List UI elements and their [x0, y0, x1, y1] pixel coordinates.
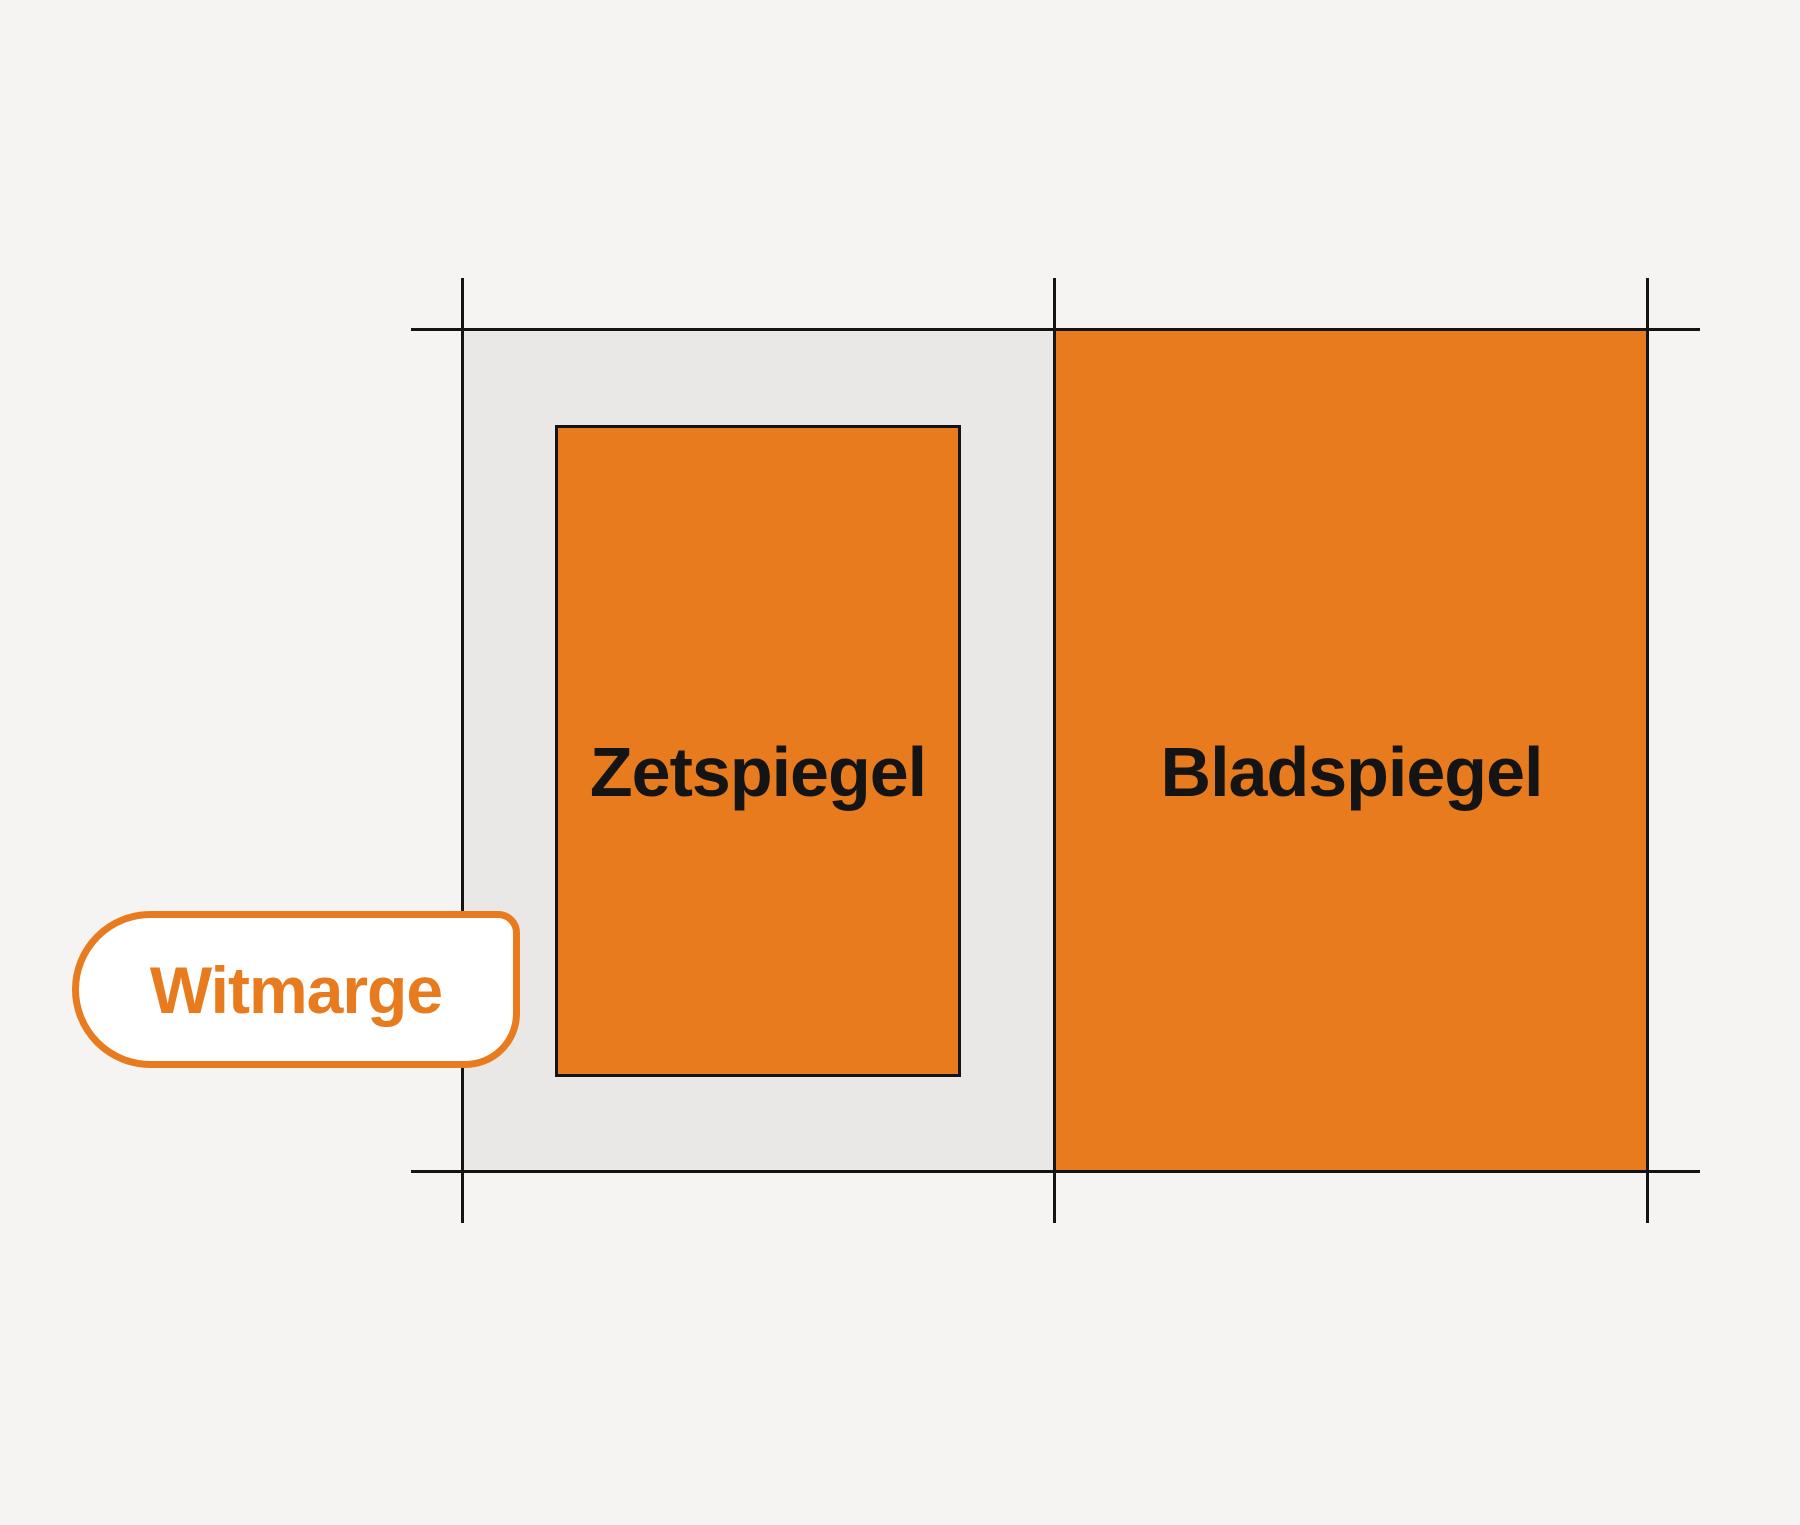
- zetspiegel-area: Zetspiegel: [555, 425, 961, 1077]
- trim-line-vertical-left: [461, 278, 464, 1223]
- trim-line-vertical-spine: [1053, 278, 1056, 1223]
- bladspiegel-label: Bladspiegel: [1160, 733, 1544, 811]
- trim-line-vertical-right: [1646, 278, 1649, 1223]
- trim-line-horizontal-top: [411, 328, 1700, 331]
- bladspiegel-area: Bladspiegel: [1055, 330, 1648, 1172]
- witmarge-callout: Witmarge: [72, 911, 520, 1068]
- trim-line-horizontal-bottom: [411, 1170, 1700, 1173]
- witmarge-label: Witmarge: [149, 952, 443, 1027]
- zetspiegel-label: Zetspiegel: [589, 733, 927, 811]
